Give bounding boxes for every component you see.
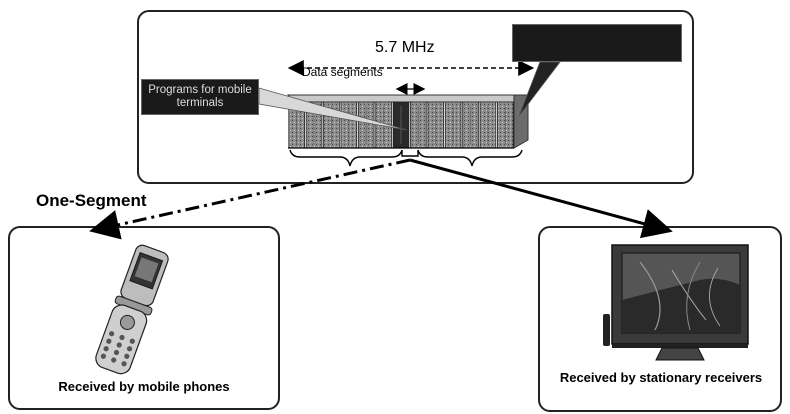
full-segment-arrow (410, 160, 667, 230)
flip-phone-icon (92, 243, 172, 377)
one-segment-label: One-Segment (36, 193, 147, 208)
stationary-bracket-left (290, 150, 402, 166)
data-segments-label: Data segments (302, 65, 383, 80)
segment-block-top (288, 95, 528, 102)
fixed-pointer (519, 62, 560, 116)
mobile-caption: Received by mobile phones (16, 379, 272, 394)
mobile-bracket (402, 150, 418, 156)
bandwidth-label: 5.7 MHz (375, 40, 435, 55)
stationary-bracket-right (418, 150, 522, 166)
stationary-caption: Received by stationary receivers (548, 369, 774, 386)
television-icon (603, 245, 748, 360)
fixed-receivers-callout (512, 24, 682, 62)
programs-callout: Programs for mobile terminals (141, 79, 259, 115)
